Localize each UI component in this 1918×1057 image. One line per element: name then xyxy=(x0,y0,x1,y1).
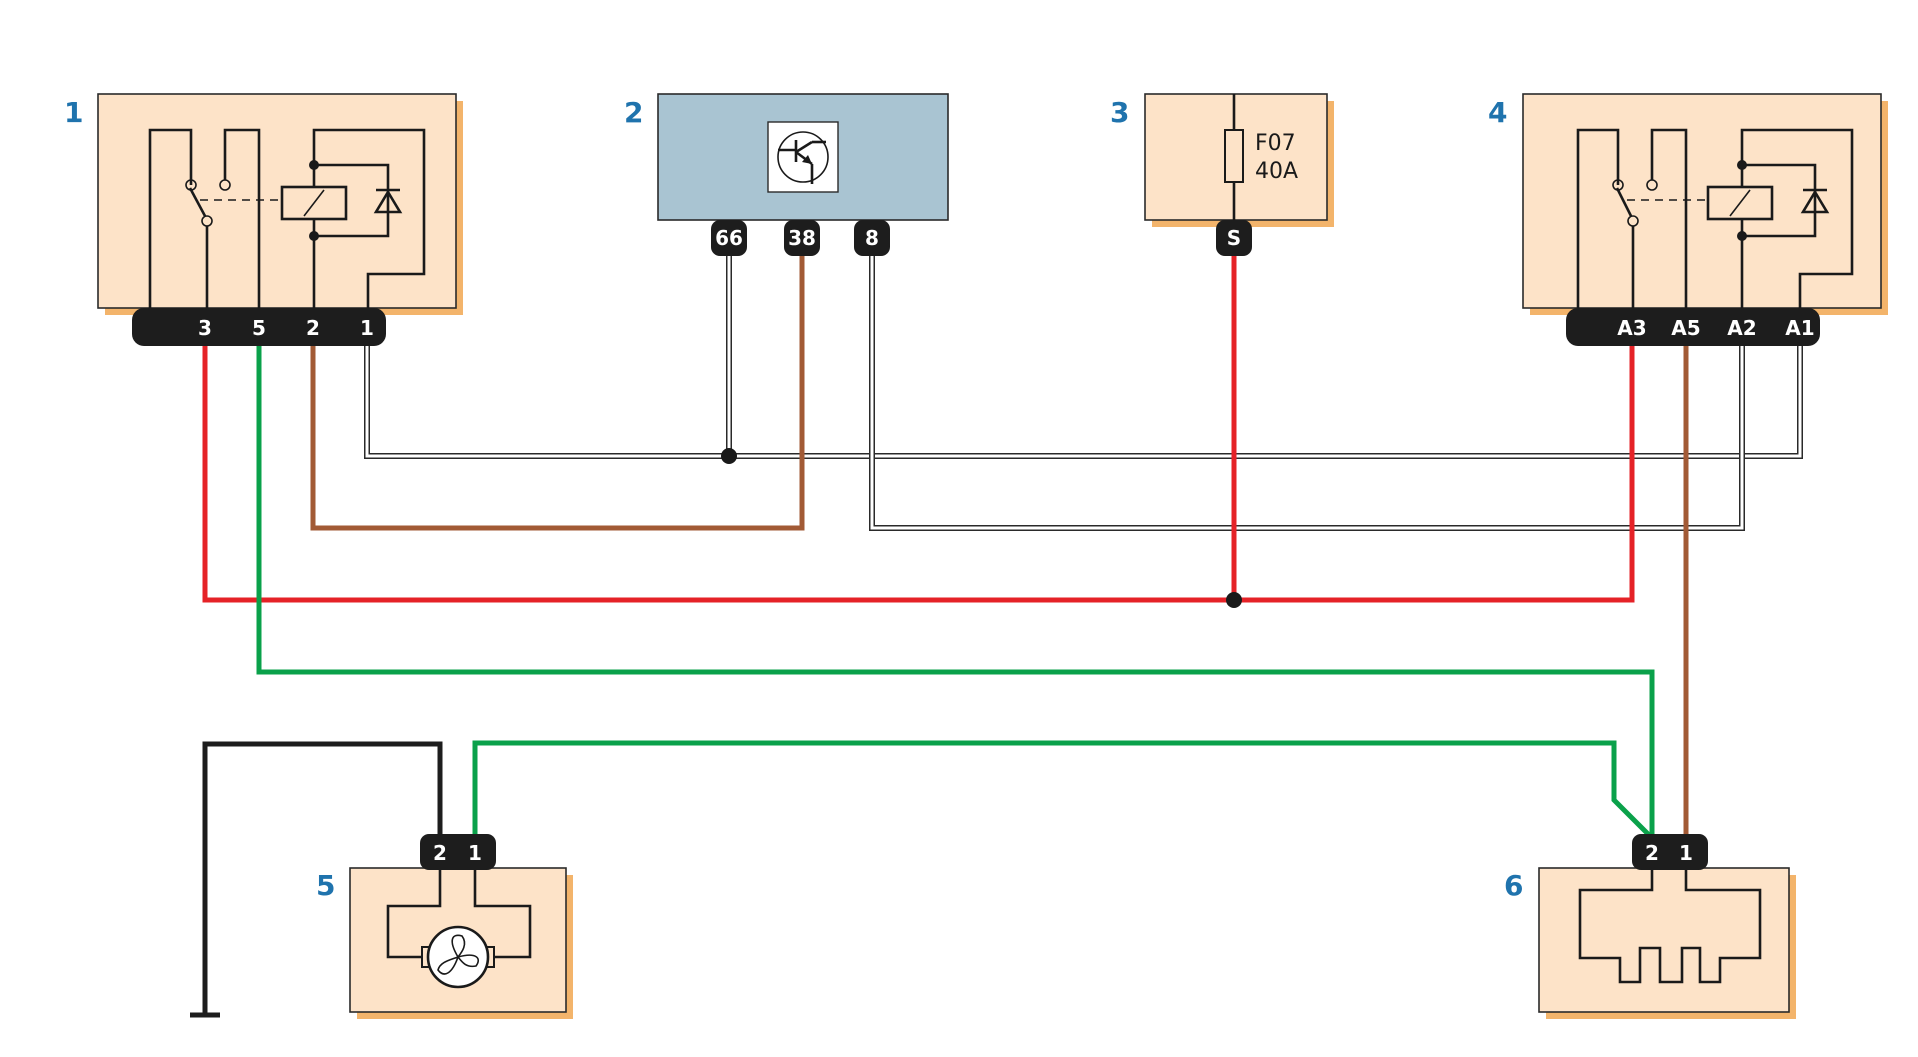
wire-black-c5pin2-ground xyxy=(202,741,443,1015)
c1-pin-1: 1 xyxy=(360,316,374,340)
wire-green-c1pin5-c6pin2 xyxy=(256,338,1655,836)
splice-point xyxy=(1226,592,1242,608)
wire-red-c1pin3-c4pinA3 xyxy=(202,338,1635,603)
component-2-number: 2 xyxy=(624,96,643,129)
c2-pin-66: 66 xyxy=(715,226,743,250)
component-6-number: 6 xyxy=(1504,869,1523,902)
fuse-rating: 40A xyxy=(1255,159,1298,184)
c2-pin-8: 8 xyxy=(865,226,879,250)
c1-pin-2: 2 xyxy=(306,316,320,340)
c3-pin-s: S xyxy=(1227,226,1241,250)
component-4-connector xyxy=(1566,308,1820,346)
wire-white-c2pin8-c4pinA2 xyxy=(869,252,1745,531)
c4-pin-a5: A5 xyxy=(1671,316,1700,340)
fan-motor-icon xyxy=(386,868,532,989)
c2-pin-38-connector xyxy=(784,220,820,256)
component-6-heater-resistor: 6 2 1 xyxy=(1504,834,1796,1019)
relay-icon xyxy=(1576,128,1854,308)
heater-resistor-icon xyxy=(1578,868,1762,984)
c3-pin-s-connector xyxy=(1216,220,1252,256)
component-5-number: 5 xyxy=(316,869,335,902)
transistor-icon xyxy=(777,131,829,184)
wires xyxy=(190,252,1803,1018)
c4-pin-a1: A1 xyxy=(1785,316,1814,340)
wire-green-c5pin1-c6pin2 xyxy=(472,740,1652,838)
c2-pin-8-connector xyxy=(854,220,890,256)
component-4-number: 4 xyxy=(1488,96,1507,129)
c5-pin-2: 2 xyxy=(433,841,447,865)
fuse-id: F07 xyxy=(1255,131,1296,156)
c2-pin-66-connector xyxy=(711,220,747,256)
relay-icon xyxy=(148,128,426,308)
wire-brown-c1pin2-c2pin38 xyxy=(310,252,805,531)
c6-pin-2: 2 xyxy=(1645,841,1659,865)
component-4-relay: 4 A3 A5 A2 A1 xyxy=(1488,93,1888,346)
c6-pin-1: 1 xyxy=(1679,841,1693,865)
splice-point xyxy=(721,448,737,464)
c1-pin-5: 5 xyxy=(252,316,266,340)
component-5-fan-motor: 5 2 1 xyxy=(316,834,573,1019)
component-3-fuse-box: F07 40A 3 S xyxy=(1110,93,1334,256)
component-2-control-unit: 2 66 38 8 xyxy=(624,93,949,256)
c5-pin-1: 1 xyxy=(468,841,482,865)
component-3-number: 3 xyxy=(1110,96,1129,129)
wire-white-c1pin1-c4pinA1 xyxy=(364,338,1803,459)
c4-pin-a3: A3 xyxy=(1617,316,1646,340)
component-6-connector xyxy=(1632,834,1708,870)
component-1-number: 1 xyxy=(64,96,83,129)
c2-pin-38: 38 xyxy=(788,226,816,250)
component-1-relay: 1 3 5 2 1 xyxy=(64,93,463,346)
component-1-connector xyxy=(132,308,386,346)
c1-pin-3: 3 xyxy=(198,316,212,340)
fuse-icon xyxy=(1224,94,1244,220)
c4-pin-a2: A2 xyxy=(1727,316,1756,340)
component-5-connector xyxy=(420,834,496,870)
